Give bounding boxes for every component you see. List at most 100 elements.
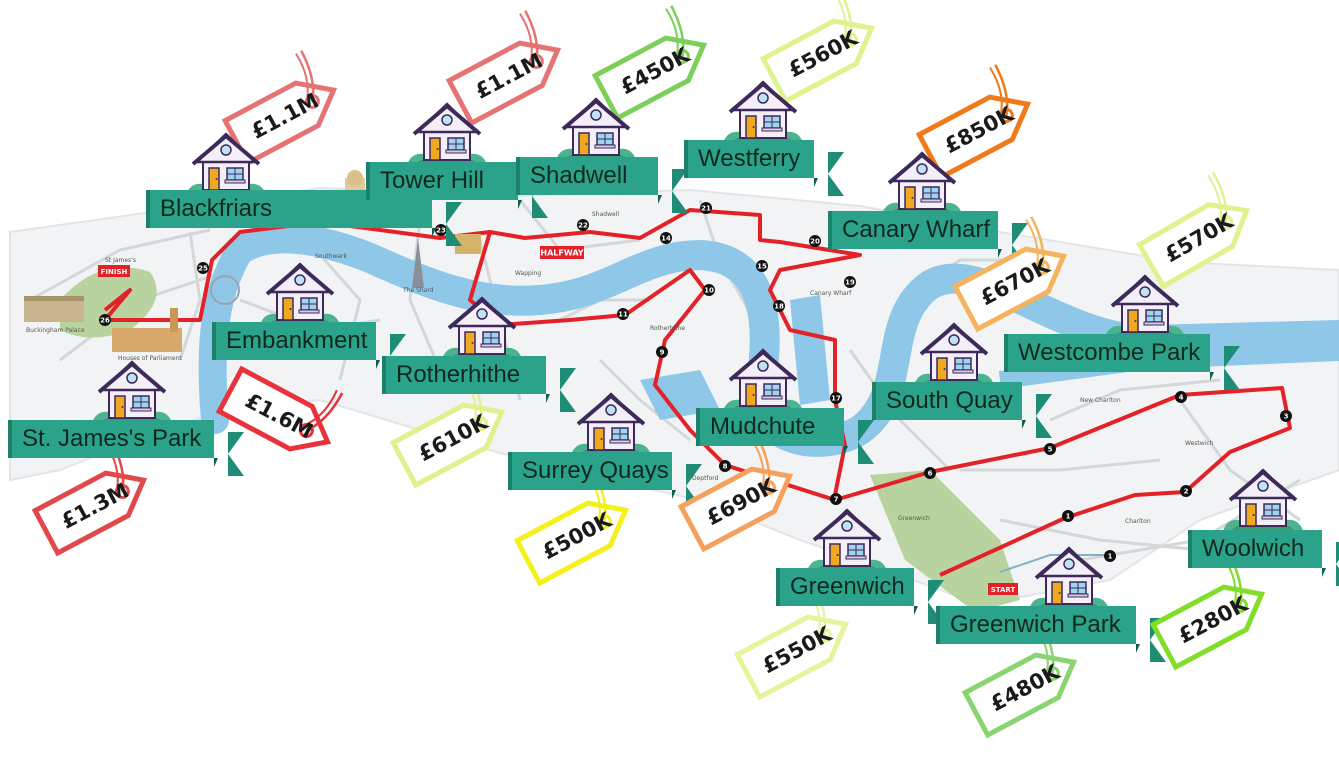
location-name-banner: Surrey Quays xyxy=(508,452,702,508)
svg-text:21: 21 xyxy=(701,205,711,213)
route-line xyxy=(468,208,1292,577)
banner-ribbon-fold xyxy=(914,606,918,615)
svg-text:10: 10 xyxy=(704,287,714,295)
mile-marker-17: 17 xyxy=(830,392,842,404)
banner-ribbon-fold xyxy=(814,178,818,187)
price-tag: £280K xyxy=(1148,554,1278,673)
location-name: Greenwich xyxy=(790,573,905,600)
marathon-route xyxy=(103,208,1292,577)
greenwich-park-green xyxy=(870,470,1020,612)
location-name: Westcombe Park xyxy=(1018,339,1201,366)
label-shadwell: Shadwell xyxy=(592,211,619,218)
banner-ribbon-fold xyxy=(998,249,1002,258)
surrey-docks xyxy=(640,370,720,420)
svg-text:1: 1 xyxy=(1108,553,1113,561)
label-deptford: Deptford xyxy=(692,475,719,482)
mile-marker-23: 23 xyxy=(435,224,447,236)
mile-marker-7: 7 xyxy=(830,493,842,505)
the-shard-icon xyxy=(412,238,424,288)
location-name: Rotherhithe xyxy=(396,361,521,388)
location-name-banner: St. James's Park xyxy=(8,420,244,476)
location-name: St. James's Park xyxy=(22,425,202,452)
label-new-charlton: New Charlton xyxy=(1080,397,1121,404)
label-the-shard: The Shard xyxy=(402,287,434,294)
price-tag: £1.3M xyxy=(30,440,160,559)
label-houses-of-parliament: Houses of Parliament xyxy=(118,355,182,362)
houses-of-parliament-icon xyxy=(112,308,182,352)
banner-ribbon-fold xyxy=(1136,644,1140,653)
mile-marker-21: 21 xyxy=(700,202,712,214)
location-name: Greenwich Park xyxy=(950,611,1121,638)
banner-ribbon-tail xyxy=(1336,542,1339,586)
mile-marker-1: 1 xyxy=(1104,550,1116,562)
mile-marker-2: 2 xyxy=(1180,485,1192,497)
svg-text:18: 18 xyxy=(774,303,784,311)
banner-ribbon-tail xyxy=(228,432,244,476)
mile-marker-19: 19 xyxy=(844,276,856,288)
price-tag: £560K xyxy=(758,0,888,107)
mile-marker-14: 14 xyxy=(660,232,672,244)
mile-marker-5: 5 xyxy=(1044,443,1056,455)
banner-ribbon-fold xyxy=(432,228,436,237)
london-eye-icon xyxy=(210,275,240,305)
price-tag: £1.6M xyxy=(214,364,344,469)
location-name-banner: Embankment xyxy=(212,322,406,378)
house-icon xyxy=(720,348,806,420)
svg-text:17: 17 xyxy=(831,395,841,403)
svg-text:25: 25 xyxy=(198,265,208,273)
label-charlton: Charlton xyxy=(1125,518,1151,525)
route-line-west xyxy=(103,220,491,322)
location-name-banner: Greenwich xyxy=(776,568,944,624)
banner-ribbon-fold xyxy=(518,200,522,209)
location-name: Surrey Quays xyxy=(522,457,669,484)
location-name: Canary Wharf xyxy=(842,216,991,243)
location-name-banner: Westferry xyxy=(684,140,844,196)
mile-marker-6: 6 xyxy=(924,467,936,479)
location-name: Shadwell xyxy=(530,162,628,189)
banner-ribbon-tail xyxy=(560,368,576,412)
mile-marker-25: 25 xyxy=(197,262,209,274)
banner-ribbon-fold xyxy=(672,490,676,499)
mile-marker-4: 4 xyxy=(1175,391,1187,403)
location-name: Embankment xyxy=(226,327,368,354)
mile-marker-26: 26 xyxy=(99,314,111,326)
location-name: Tower Hill xyxy=(380,167,485,194)
isle-of-dogs-docks xyxy=(790,295,830,405)
label-westwich: Westwich xyxy=(1185,440,1214,447)
svg-text:5: 5 xyxy=(1048,446,1053,454)
price-tag: £670K xyxy=(950,216,1080,335)
place-labels: St James's Southwark Wapping Shadwell Ro… xyxy=(26,211,1214,525)
location-name-banner: Rotherhithe xyxy=(382,356,576,412)
label-st-james: St James's xyxy=(105,257,136,264)
svg-text:1: 1 xyxy=(1066,513,1071,521)
svg-text:19: 19 xyxy=(845,279,855,287)
svg-text:23: 23 xyxy=(436,227,446,235)
price-tag: £570K xyxy=(1134,171,1264,291)
svg-text:20: 20 xyxy=(810,238,820,246)
banner-ribbon-fold xyxy=(376,360,380,369)
mile-marker-18: 18 xyxy=(773,300,785,312)
price-tag: £1.1M xyxy=(444,10,574,129)
start-badge: START xyxy=(988,583,1018,595)
svg-text:11: 11 xyxy=(618,311,628,319)
banner-ribbon-fold xyxy=(1210,372,1214,381)
house-icon xyxy=(1220,468,1306,540)
banner-ribbon-fold xyxy=(1022,420,1026,429)
label-wapping: Wapping xyxy=(515,270,541,277)
svg-text:14: 14 xyxy=(661,235,671,243)
banner-ribbon-tail xyxy=(1036,394,1052,438)
svg-text:START: START xyxy=(991,586,1016,594)
label-buckingham-palace: Buckingham Palace xyxy=(26,327,85,334)
label-greenwich: Greenwich xyxy=(898,515,930,522)
svg-text:HALFWAY: HALFWAY xyxy=(540,249,583,258)
banner-ribbon-fold xyxy=(214,458,218,467)
banner-ribbon-tail xyxy=(828,152,844,196)
mile-marker-1b: 1 xyxy=(1062,510,1074,522)
label-rotherhithe: Rotherhithe xyxy=(650,325,685,332)
price-tag: £500K xyxy=(512,470,642,589)
banner-ribbon-fold xyxy=(1322,568,1326,577)
label-canary-wharf: Canary Wharf xyxy=(810,290,852,297)
svg-text:FINISH: FINISH xyxy=(101,268,128,276)
banner-ribbon-tail xyxy=(858,420,874,464)
house-icon xyxy=(439,296,525,368)
